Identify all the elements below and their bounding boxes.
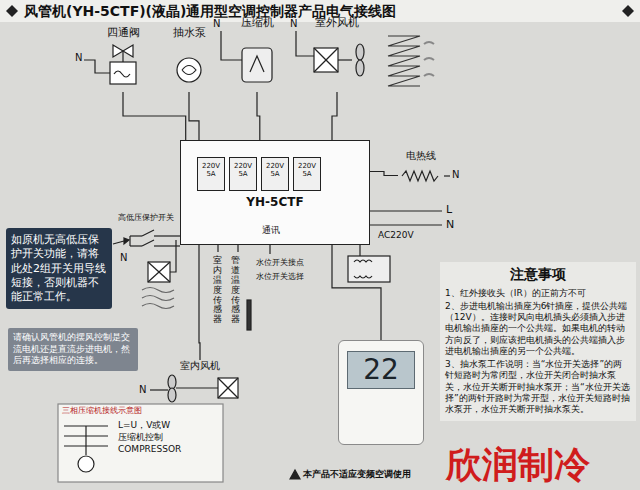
node-text: 22	[347, 351, 415, 389]
node-text: 电热线	[398, 150, 444, 163]
node-text: 注意事项	[445, 266, 631, 284]
node-text: 220V 5A	[230, 158, 256, 179]
label-text: L	[446, 204, 452, 217]
compressor-component: 压缩机	[226, 16, 288, 92]
thermostat-display: 22	[338, 340, 424, 445]
relay-box: 220V 5A	[197, 157, 225, 191]
node-text: 220V 5A	[294, 158, 320, 179]
component-symbols	[58, 31, 450, 482]
label-text: 高低压保护开关	[118, 213, 174, 222]
wire-connector	[332, 245, 381, 340]
label-text: 欣润制冷	[446, 444, 590, 485]
warning-note: 如原机无高低压保护开关功能，请将此处2组开关用导线短接，否则机器不能正常工作。	[6, 228, 112, 309]
node-text: COMPRESSOR	[62, 443, 219, 455]
relay-box: 220V 5A	[293, 157, 321, 191]
wire-connector	[199, 245, 200, 360]
wire-connector	[189, 92, 199, 140]
label-text: N	[452, 169, 459, 181]
outdoor-fan-component: 室外风机	[300, 16, 374, 92]
label-text: 通讯	[262, 225, 280, 235]
node-text: 四通阀	[92, 26, 154, 40]
swing-callout: 请确认风管机的摆风控制是交流电机还是直流步进电机，然后再选择相应的连接。	[8, 328, 138, 371]
relay-box: 220V 5A	[229, 157, 257, 191]
label-text: N	[139, 384, 146, 396]
label-text: 室内温度传感器	[213, 256, 222, 325]
node-text: 220V 5A	[262, 158, 288, 179]
relay-box: 220V 5A	[261, 157, 289, 191]
node-text: 请确认风管机的摆风控制是交流电机还是直流步进电机，然后再选择相应的连接。	[13, 332, 133, 367]
wire-connector	[332, 92, 337, 140]
node-text: 三相压缩机接线示意图	[62, 406, 219, 417]
node-text: 压缩机控制	[62, 431, 219, 443]
node-text: 如原机无高低压保护开关功能，请将此处2组开关用导线短接，否则机器不能正常工作。	[11, 233, 107, 304]
label-text: N	[290, 18, 297, 30]
wire-connector	[257, 92, 260, 140]
label-text: N	[213, 18, 220, 30]
node-text: 室内风机	[150, 360, 250, 373]
label-text: 本产品不适应变频空调使用	[303, 469, 411, 479]
title-diamond	[6, 5, 18, 17]
indoor-fan-component: 室内风机	[150, 360, 250, 400]
wire-connector	[370, 172, 398, 176]
wire-connector	[123, 92, 186, 140]
node-text: 3、抽水泵工作说明：当“水位开关选择”的两针短路时为常闭型，水位开关闭合时抽水泵…	[445, 359, 631, 415]
node-text: 1、红外接收头（IR）的正前方不可	[445, 288, 631, 299]
title-diamond	[622, 5, 634, 17]
label-text: 管道温度传感器	[231, 256, 240, 325]
label-text: AC220V	[378, 230, 414, 240]
label-text: N	[446, 219, 454, 232]
node-text: 220V 5A	[198, 158, 224, 179]
valve-component: 四通阀	[92, 26, 154, 92]
node-text: 抽水泵	[160, 26, 218, 40]
node-text: 压缩机	[226, 16, 288, 30]
node-text: L=U，V或W	[62, 419, 219, 431]
heater-component: 电热线	[398, 150, 444, 184]
label-text: N	[75, 52, 82, 64]
node-text: 2、步进电机输出插座为6针插座，提供公共端（12V）。连接时风向电机插头必须插入…	[445, 301, 631, 357]
notes-panel: 注意事项 1、红外接收头（IR）的正前方不可 2、步进电机输出插座为6针插座，提供公…	[440, 262, 636, 421]
label-text: 水位开关选择	[256, 272, 304, 281]
pump-component: 抽水泵	[160, 26, 218, 92]
label-text: N	[120, 252, 127, 264]
label-text: 水位开关接点	[256, 258, 304, 267]
node-text: 室外风机	[300, 16, 374, 30]
three-phase-panel: 三相压缩机接线示意图 L=U，V或W压缩机控制COMPRESSOR	[58, 404, 223, 482]
